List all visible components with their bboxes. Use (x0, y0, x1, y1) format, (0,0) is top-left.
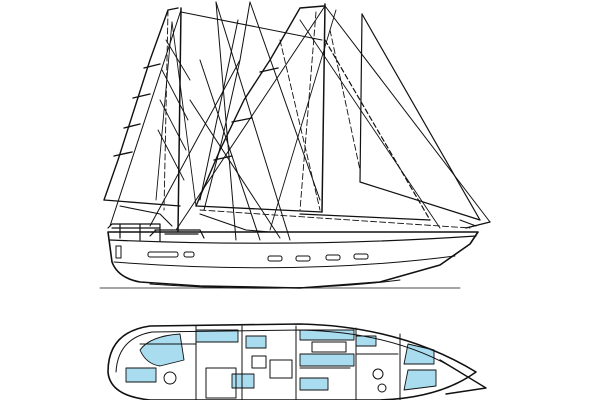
main-batten (259, 67, 279, 73)
aft-cushion (125, 367, 157, 383)
sail-plan-profile (99, 1, 491, 289)
upholstery (125, 329, 437, 391)
diagonal-stay (189, 99, 281, 239)
mizzen-batten (113, 151, 133, 157)
hull-outline (107, 231, 479, 289)
backstay (175, 5, 326, 231)
aft-berth (139, 333, 185, 367)
chart-table (269, 359, 293, 379)
cabin-top (154, 229, 205, 239)
shroud (215, 1, 237, 241)
mizzen-batten (143, 63, 161, 69)
portlights (147, 251, 369, 262)
main-batten (231, 117, 253, 123)
engine-box (205, 367, 237, 399)
chart-seat (231, 373, 255, 389)
staysail-foot (299, 213, 431, 221)
mizzen-batten (123, 123, 141, 129)
main-boom (195, 205, 323, 213)
v-berth-starboard (403, 369, 437, 391)
staysail-luff (324, 39, 431, 221)
portlight (353, 253, 369, 260)
aft-wheel (163, 371, 177, 385)
portlight (325, 254, 341, 261)
mizzen-mast (177, 7, 182, 233)
genoa-luff (361, 13, 481, 221)
nav-station (251, 355, 267, 369)
mizzen-staysail (155, 21, 197, 207)
portlight (267, 255, 283, 262)
galley-sink (372, 368, 384, 380)
standing-rigging (109, 1, 491, 241)
portlight (147, 251, 179, 258)
stern-pulpit (107, 223, 161, 242)
mizzen-leech (103, 7, 179, 201)
companionway (149, 229, 157, 237)
genoa-leech (359, 13, 481, 221)
dinette-seat (245, 335, 267, 349)
bowsprit (465, 221, 491, 229)
boot-stripe (113, 255, 456, 269)
hull (107, 221, 491, 289)
shroud (215, 1, 291, 241)
mizzen-backstay (109, 9, 182, 227)
bow-point (439, 359, 487, 395)
headsails (269, 9, 481, 231)
head-toilet (377, 383, 387, 393)
v-berth-port (403, 343, 435, 365)
mizzen-batten (132, 93, 151, 99)
booms (103, 199, 323, 213)
saloon-settee-starboard (299, 353, 355, 367)
masts (177, 3, 326, 233)
transom-window (115, 245, 122, 259)
running-backstay (149, 59, 241, 227)
galley-seat (299, 377, 329, 391)
diagonal-stay (199, 59, 261, 241)
triatic-stay (180, 11, 323, 41)
portlight (295, 255, 311, 262)
jib-diagonal (269, 9, 337, 231)
joinery (139, 325, 401, 400)
sheer-line (109, 235, 477, 244)
mizzen-sail (103, 7, 179, 201)
saloon-table (311, 341, 347, 353)
portlight (183, 251, 195, 258)
fisherman-staysail (199, 1, 321, 211)
forestay (324, 5, 491, 223)
deck-inner-line (115, 329, 461, 373)
jib-diagonal (299, 19, 441, 229)
sheets (119, 205, 477, 233)
mizzen-boom (103, 199, 181, 207)
alternative-sail-outlines (163, 9, 471, 229)
deckhouse (107, 223, 205, 242)
main-mast (321, 3, 326, 213)
accommodation-plan (107, 323, 487, 400)
